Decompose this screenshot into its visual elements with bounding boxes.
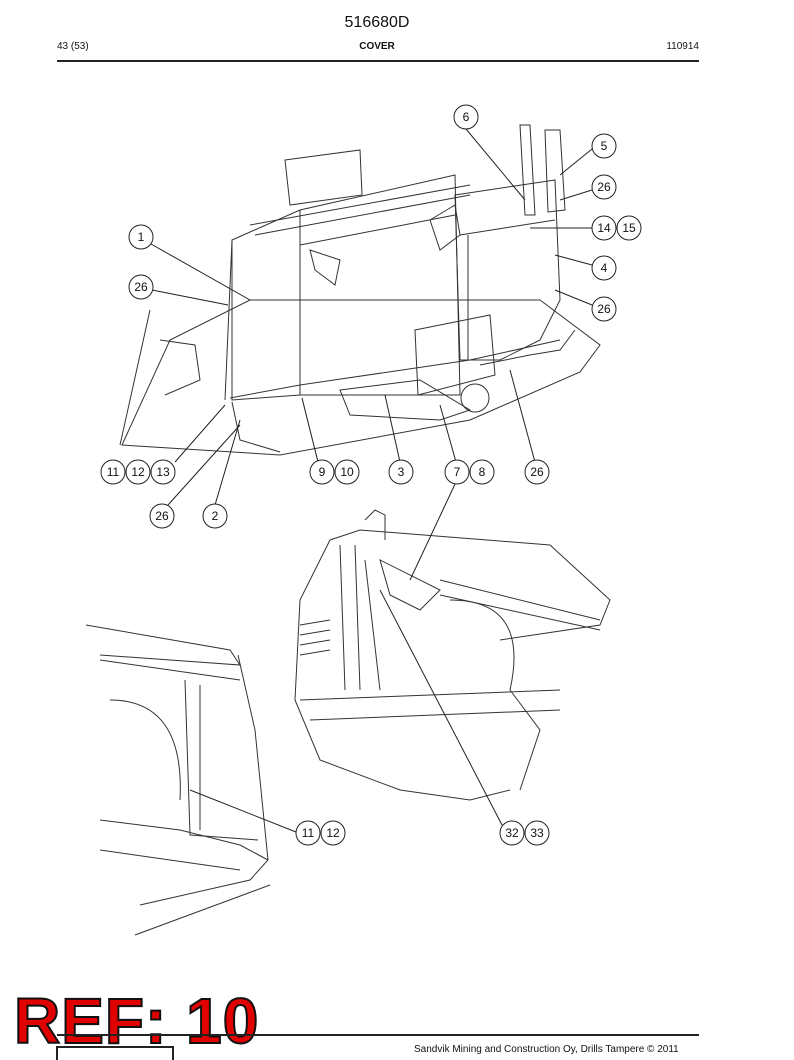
- svg-text:32: 32: [505, 826, 519, 840]
- svg-text:26: 26: [530, 465, 544, 479]
- svg-text:26: 26: [597, 180, 611, 194]
- callout: 26: [149, 503, 175, 529]
- svg-text:26: 26: [155, 509, 169, 523]
- callout: 7: [444, 459, 470, 485]
- callout: 15: [616, 215, 642, 241]
- svg-text:7: 7: [454, 465, 461, 479]
- svg-text:4: 4: [601, 261, 608, 275]
- top-assembly-illustration: [119, 124, 601, 456]
- callout: 13: [150, 459, 176, 485]
- svg-text:26: 26: [134, 280, 148, 294]
- callout: 26: [591, 174, 617, 200]
- svg-text:15: 15: [622, 221, 636, 235]
- svg-text:14: 14: [597, 221, 611, 235]
- callout: 8: [469, 459, 495, 485]
- svg-text:10: 10: [340, 465, 354, 479]
- callout: 6: [453, 104, 479, 130]
- svg-text:13: 13: [156, 465, 170, 479]
- svg-text:8: 8: [479, 465, 486, 479]
- right-assembly-illustration: [294, 509, 611, 801]
- callout: 5: [591, 133, 617, 159]
- svg-text:12: 12: [326, 826, 340, 840]
- leader-lines: [150, 128, 593, 833]
- svg-text:9: 9: [319, 465, 326, 479]
- callout: 26: [524, 459, 550, 485]
- svg-text:1: 1: [138, 230, 145, 244]
- document-number: 516680D: [344, 14, 410, 31]
- footer-rule: [57, 1034, 699, 1036]
- callout: 12: [125, 459, 151, 485]
- callout: 26: [591, 296, 617, 322]
- callout: 12: [320, 820, 346, 846]
- page-number: 43 (53): [57, 41, 89, 52]
- header-rule: [57, 60, 699, 62]
- svg-text:3: 3: [398, 465, 405, 479]
- callout: 1: [128, 224, 154, 250]
- callout: 32: [499, 820, 525, 846]
- callout: 2: [202, 503, 228, 529]
- callout: 10: [334, 459, 360, 485]
- footer-copyright: Sandvik Mining and Construction Oy, Dril…: [414, 1044, 679, 1055]
- page-title: COVER: [359, 41, 395, 52]
- callout: 26: [128, 274, 154, 300]
- callout: 3: [388, 459, 414, 485]
- callout: 14: [591, 215, 617, 241]
- svg-text:6: 6: [463, 110, 470, 124]
- callout: 11: [295, 820, 321, 846]
- callout-bubbles: 6 5 26 14 15 1 4 26 26 11 12 13 9 10 3 7…: [100, 104, 642, 846]
- svg-text:33: 33: [530, 826, 544, 840]
- callout: 11: [100, 459, 126, 485]
- svg-text:5: 5: [601, 139, 608, 153]
- callout: 4: [591, 255, 617, 281]
- callout: 33: [524, 820, 550, 846]
- svg-text:12: 12: [131, 465, 145, 479]
- svg-text:11: 11: [107, 465, 120, 479]
- svg-text:2: 2: [212, 509, 219, 523]
- document-code: 110914: [666, 41, 699, 52]
- callout: 9: [309, 459, 335, 485]
- left-assembly-illustration: [85, 624, 271, 936]
- svg-text:11: 11: [302, 826, 315, 840]
- svg-text:26: 26: [597, 302, 611, 316]
- ref-stamp: REF: 10: [13, 984, 260, 1058]
- company-logo: [56, 1046, 174, 1060]
